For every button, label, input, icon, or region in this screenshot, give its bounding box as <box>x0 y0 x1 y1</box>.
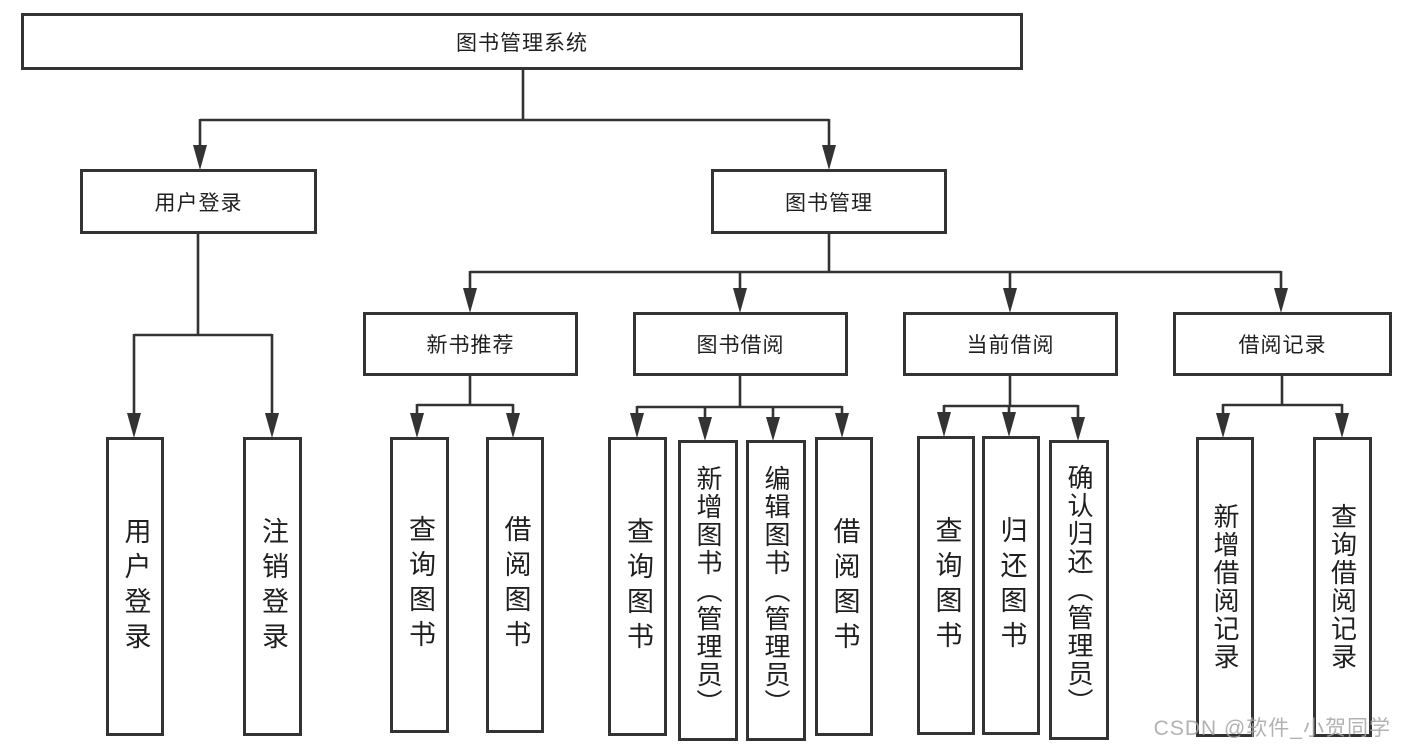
leaf-bb-add-book: 新增图书（管理员） <box>678 440 738 741</box>
leaf-cb-confirm-return: 确认归还（管理员） <box>1049 440 1109 740</box>
leaf-cb-query-book-label: 查询图书 <box>931 515 962 656</box>
leaf-cb-return-book: 归还图书 <box>982 436 1040 735</box>
node-book-borrow: 图书借阅 <box>633 312 848 376</box>
leaf-bb-query-book: 查询图书 <box>608 437 667 736</box>
node-user-login: 用户登录 <box>80 169 317 234</box>
csdn-watermark: CSDN @软件_小贺同学 <box>1153 717 1391 740</box>
leaf-br-add-record: 新增借阅记录 <box>1196 437 1254 737</box>
leaf-rec-query-book: 查询图书 <box>390 437 449 733</box>
leaf-cb-query-book: 查询图书 <box>917 436 975 735</box>
leaf-rec-borrow-book: 借阅图书 <box>486 437 544 733</box>
node-book-management: 图书管理 <box>711 169 947 234</box>
leaf-bb-borrow-book: 借阅图书 <box>815 437 873 736</box>
leaf-bb-add-book-label: 新增图书（管理员） <box>693 464 723 717</box>
leaf-user-login-label: 用户登录 <box>120 516 151 657</box>
node-system-label: 图书管理系统 <box>456 31 588 55</box>
node-new-book-recommend: 新书推荐 <box>363 312 578 376</box>
leaf-bb-edit-book-label: 编辑图书（管理员） <box>761 464 791 717</box>
leaf-bb-edit-book: 编辑图书（管理员） <box>746 440 806 741</box>
node-current-borrow: 当前借阅 <box>903 312 1118 376</box>
leaf-user-login: 用户登录 <box>106 437 164 736</box>
leaf-cb-confirm-return-label: 确认归还（管理员） <box>1064 464 1094 716</box>
node-user-login-label: 用户登录 <box>154 191 243 215</box>
leaf-logout-label: 注销登录 <box>258 516 288 657</box>
node-book-borrow-label: 图书借阅 <box>696 334 785 357</box>
leaf-br-query-record: 查询借阅记录 <box>1313 437 1372 737</box>
leaf-bb-borrow-book-label: 借阅图书 <box>829 516 860 657</box>
leaf-br-query-record-label: 查询借阅记录 <box>1327 503 1358 671</box>
node-borrow-record: 借阅记录 <box>1173 312 1392 376</box>
node-book-management-label: 图书管理 <box>785 191 873 215</box>
leaf-rec-query-book-label: 查询图书 <box>405 515 435 655</box>
node-system: 图书管理系统 <box>21 13 1023 70</box>
leaf-rec-borrow-book-label: 借阅图书 <box>500 515 531 655</box>
leaf-bb-query-book-label: 查询图书 <box>623 516 653 657</box>
node-new-book-recommend-label: 新书推荐 <box>426 334 515 357</box>
leaf-br-add-record-label: 新增借阅记录 <box>1210 503 1240 671</box>
node-borrow-record-label: 借阅记录 <box>1238 334 1327 357</box>
leaf-logout: 注销登录 <box>243 437 302 736</box>
node-current-borrow-label: 当前借阅 <box>966 334 1055 357</box>
leaf-cb-return-book-label: 归还图书 <box>996 515 1027 656</box>
